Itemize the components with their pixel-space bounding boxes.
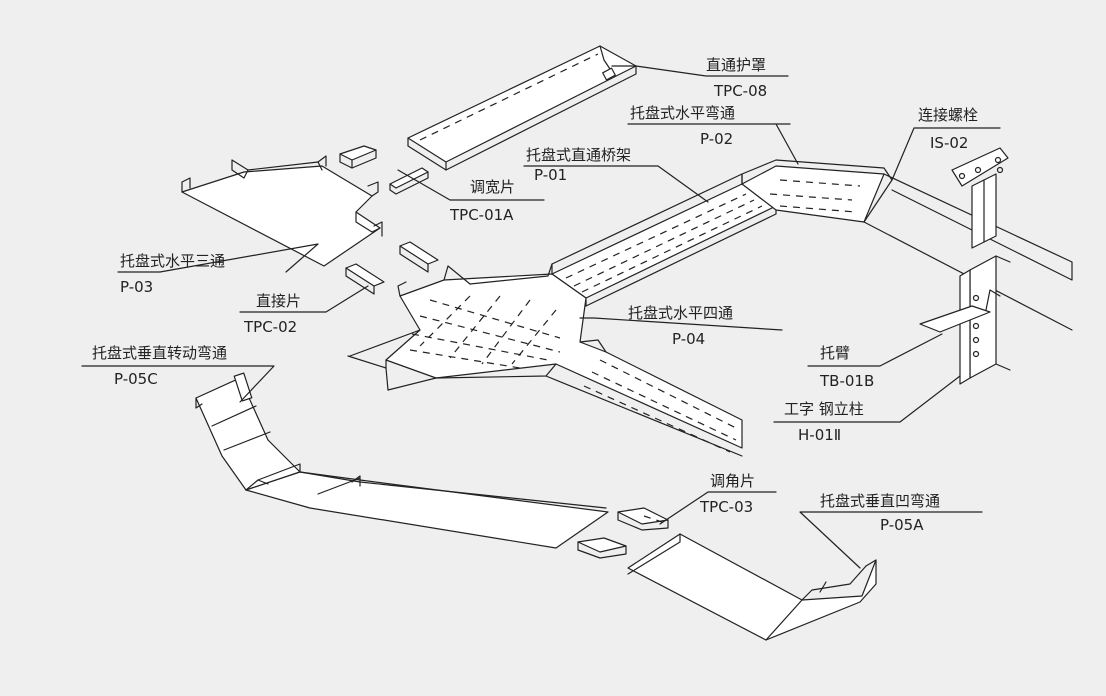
- label-p01: 托盘式直通桥架 P-01: [526, 146, 631, 184]
- label-h01: 工字 钢立柱 H-01Ⅱ: [784, 400, 864, 444]
- label-is02: 连接螺栓 IS-02: [918, 106, 978, 152]
- label-tb01b: 托臂 TB-01B: [819, 344, 874, 390]
- label-tpc01a-name: 调宽片: [470, 178, 515, 196]
- joint-plate-part: [345, 241, 439, 295]
- label-p02-name: 托盘式水平弯通: [630, 104, 735, 122]
- label-p05c-name: 托盘式垂直转动弯通: [92, 344, 227, 362]
- label-p02-code: P-02: [700, 130, 733, 148]
- label-h01-code: H-01Ⅱ: [798, 426, 841, 444]
- vertical-concave-bend-part: [627, 533, 877, 641]
- label-tb01b-name: 托臂: [820, 344, 850, 362]
- angle-plate-part: [577, 507, 669, 559]
- label-p05a-name: 托盘式垂直凹弯通: [820, 492, 940, 510]
- label-p01-name: 托盘式直通桥架: [526, 146, 631, 164]
- label-tpc03-name: 调角片: [710, 472, 755, 490]
- steel-column-part: [919, 147, 1011, 385]
- leader-lines: [81, 65, 1001, 569]
- label-tpc02-name: 直接片: [256, 292, 301, 310]
- label-p01-code: P-01: [534, 166, 567, 184]
- label-tpc02: 直接片 TPC-02: [243, 292, 301, 336]
- label-tpc02-code: TPC-02: [243, 318, 297, 336]
- label-tpc01a: 调宽片 TPC-01A: [449, 178, 515, 224]
- label-tpc08: 直通护罩 TPC-08: [706, 56, 767, 100]
- label-tb01b-code: TB-01B: [819, 372, 874, 390]
- horizontal-cross-part: [347, 263, 743, 457]
- label-tpc03-code: TPC-03: [699, 498, 753, 516]
- label-p05a-code: P-05A: [880, 516, 924, 534]
- label-p03-name: 托盘式水平三通: [120, 252, 225, 270]
- label-is02-name: 连接螺栓: [918, 106, 978, 124]
- label-p05c-code: P-05C: [114, 370, 158, 388]
- straight-cover-part: [407, 45, 637, 171]
- label-p03: 托盘式水平三通 P-03: [120, 252, 225, 296]
- label-p05c: 托盘式垂直转动弯通 P-05C: [92, 344, 227, 388]
- label-is02-code: IS-02: [930, 134, 968, 152]
- label-p03-code: P-03: [120, 278, 153, 296]
- vertical-rotating-bend-part: [195, 372, 301, 491]
- label-p05a: 托盘式垂直凹弯通 P-05A: [820, 492, 940, 534]
- label-tpc08-name: 直通护罩: [706, 56, 766, 74]
- label-p04: 托盘式水平四通 P-04: [628, 304, 733, 348]
- lower-straight-tray: [245, 471, 609, 549]
- straight-tray-part: [551, 173, 777, 307]
- horizontal-tee-part: [181, 155, 383, 267]
- width-plate-part: [339, 145, 429, 195]
- label-p04-code: P-04: [672, 330, 705, 348]
- label-p04-name: 托盘式水平四通: [628, 304, 733, 322]
- label-h01-name: 工字 钢立柱: [784, 400, 864, 418]
- label-tpc08-code: TPC-08: [713, 82, 767, 100]
- label-p02: 托盘式水平弯通 P-02: [630, 104, 735, 148]
- label-tpc03: 调角片 TPC-03: [699, 472, 755, 516]
- label-tpc01a-code: TPC-01A: [449, 206, 514, 224]
- horizontal-elbow-part: [741, 159, 893, 223]
